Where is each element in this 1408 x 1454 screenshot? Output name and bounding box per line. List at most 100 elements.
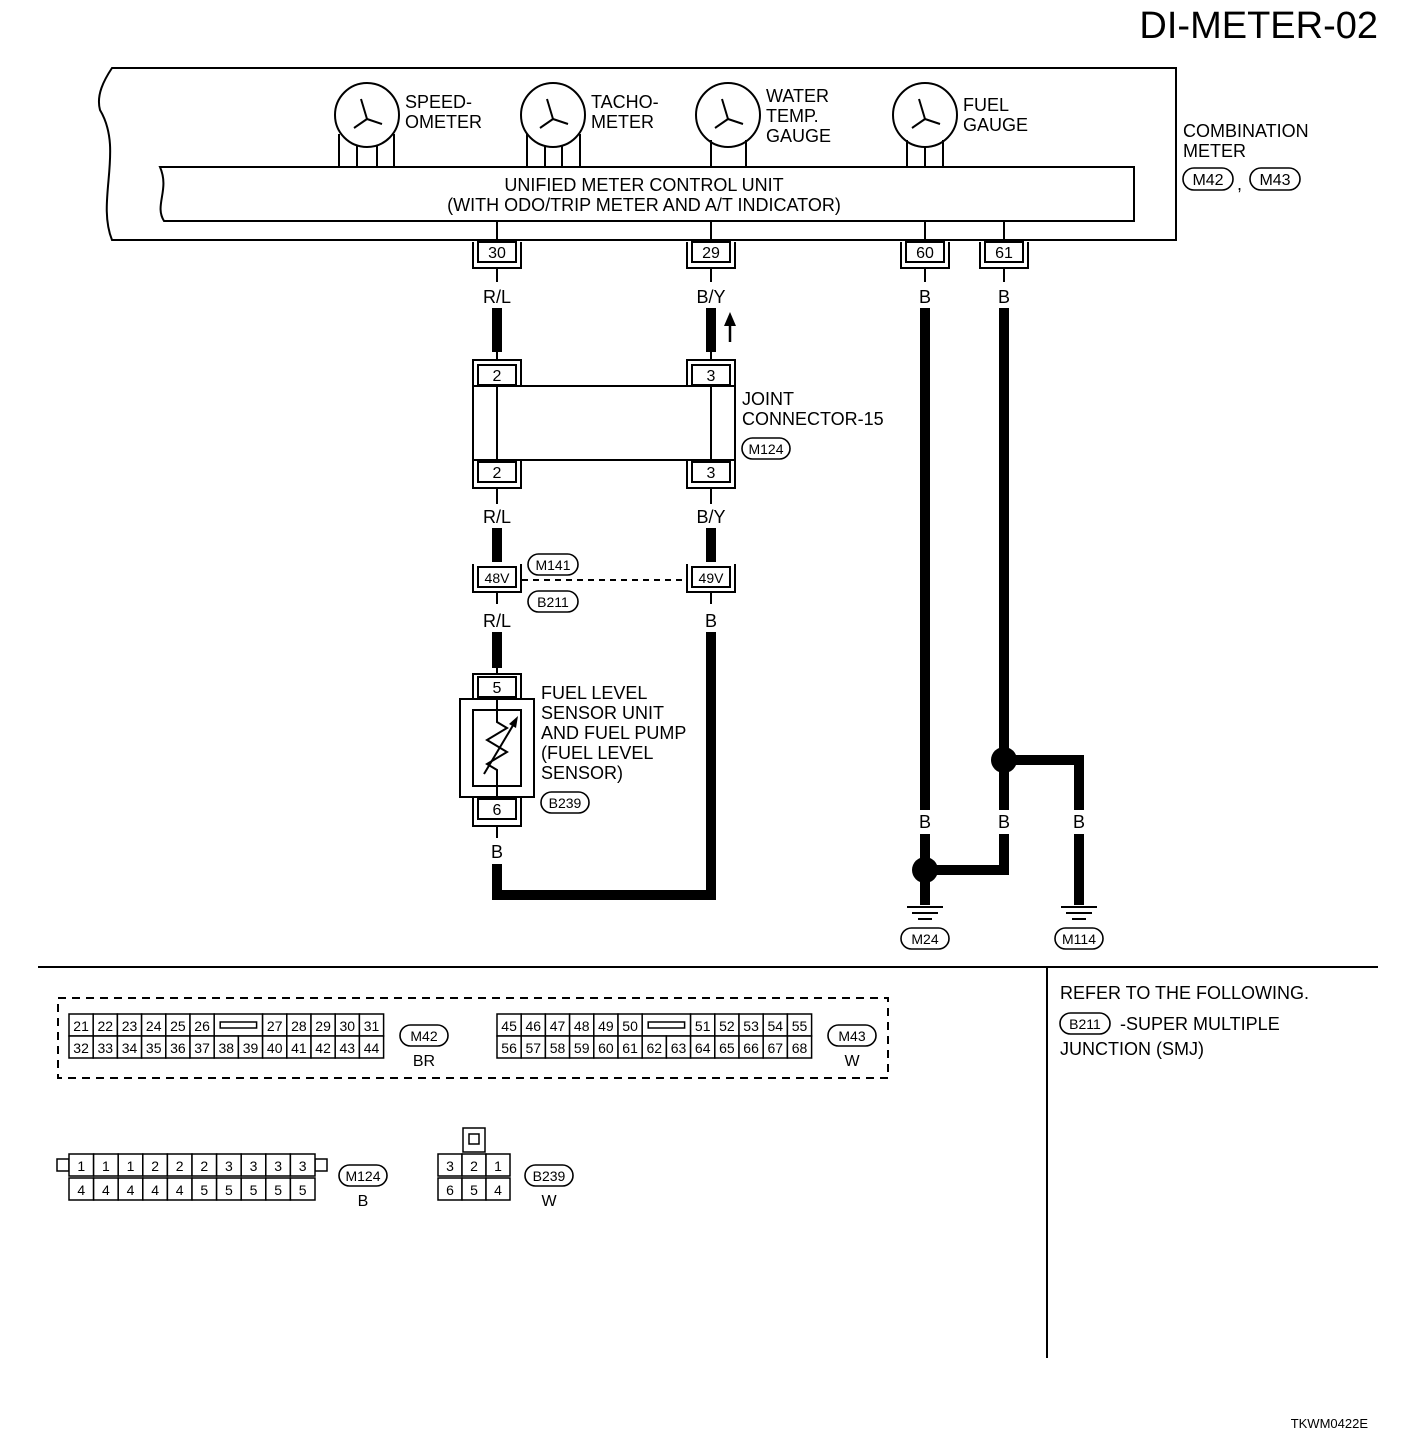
m42-pin-label: 34 (122, 1040, 138, 1056)
wire-color-b-61: B (998, 287, 1010, 307)
speedometer-gauge (334, 82, 400, 167)
m124-pin-label: 2 (176, 1158, 184, 1174)
m124-pin-label: 4 (151, 1182, 159, 1198)
connector-face-tag-m43-text: M43 (838, 1028, 865, 1044)
control-unit-label-1: UNIFIED METER CONTROL UNIT (504, 175, 783, 195)
wire-b-to-m114 (1004, 755, 1084, 810)
m42-pin-label: 43 (340, 1040, 356, 1056)
connector-face-color-m124: B (358, 1193, 369, 1210)
m42-pin-label: 33 (98, 1040, 114, 1056)
m124-pin-label: 4 (102, 1182, 110, 1198)
fuel-sensor-label-3: AND FUEL PUMP (541, 723, 686, 743)
wire-color-rl-3: R/L (483, 611, 511, 631)
terminal-30-text: 30 (488, 245, 506, 262)
connector-face-tag-m124 (338, 1164, 388, 1187)
water-temp-label-3: GAUGE (766, 126, 831, 146)
m43-pin-label: 52 (719, 1018, 735, 1034)
fuel-gauge (892, 82, 958, 167)
connector-tag-m42-text: M42 (1192, 172, 1223, 189)
b239-pin-label: 3 (446, 1158, 454, 1174)
m124-pin-label: 3 (274, 1158, 282, 1174)
m43-cell (786, 1035, 813, 1059)
m43-pin-label: 49 (598, 1018, 614, 1034)
m124-pin-label: 5 (274, 1182, 282, 1198)
wire-color-b-g3: B (1073, 812, 1085, 832)
connector-face-color-b239: W (541, 1193, 557, 1210)
m124-pin-label: 3 (250, 1158, 258, 1174)
connector-tag-m141 (527, 553, 579, 576)
smj-pin-49v: 49V (699, 570, 725, 586)
m43-pin-label: 46 (526, 1018, 542, 1034)
terminal-29-text: 29 (702, 245, 720, 262)
joint-connector-15 (472, 359, 736, 489)
fuel-gauge-label-2: GAUGE (963, 115, 1028, 135)
m43-pin-label: 48 (574, 1018, 590, 1034)
b239-pin-label: 2 (470, 1158, 478, 1174)
connector-tag-m124-jc (741, 437, 791, 460)
m42-pin-label: 22 (98, 1018, 114, 1034)
m43-pin-label: 58 (550, 1040, 566, 1056)
meter-control-unit-box (158, 166, 1135, 222)
ground-tag-m24-text: M24 (911, 931, 938, 947)
m124-pin-label: 3 (299, 1158, 307, 1174)
water-temp-label-1: WATER (766, 86, 829, 106)
speedometer-label-2: OMETER (405, 112, 482, 132)
wire-color-b-49v: B (705, 611, 717, 631)
jc-pin-3-bottom: 3 (707, 465, 716, 482)
wire-b-sensor-return (492, 632, 716, 900)
ground-tag-m114-text: M114 (1062, 931, 1096, 947)
wire-color-b-g1: B (919, 812, 931, 832)
m43-pin-label: 61 (622, 1040, 638, 1056)
wire-b-splice-to-m24 (925, 834, 1009, 875)
sensor-pin-5: 5 (493, 680, 502, 697)
wire-color-rl-2: R/L (483, 507, 511, 527)
b239-cell (485, 1153, 511, 1177)
connector-tag-m43-text: M43 (1259, 172, 1290, 189)
connector-separator: , (1237, 174, 1242, 194)
m124-pin-label: 4 (77, 1182, 85, 1198)
m42-pin-label: 39 (243, 1040, 259, 1056)
refer-text-2: JUNCTION (SMJ) (1060, 1039, 1204, 1059)
m43-pin-label: 53 (743, 1018, 759, 1034)
m124-cell (289, 1177, 316, 1201)
m43-pin-label: 65 (719, 1040, 735, 1056)
ground-tag-m24 (900, 927, 950, 950)
m43-pin-label: 54 (768, 1018, 784, 1034)
m43-pin-label: 57 (526, 1040, 542, 1056)
wire-color-b-60: B (919, 287, 931, 307)
terminal-60-text: 60 (916, 245, 934, 262)
m43-pin-label: 67 (768, 1040, 784, 1056)
ground-symbol-m24 (907, 906, 943, 920)
m42-pin-label: 24 (146, 1018, 162, 1034)
connector-face-tag-b239-text: B239 (533, 1168, 566, 1184)
m43-pin-label: 64 (695, 1040, 711, 1056)
tachometer-label-2: METER (591, 112, 654, 132)
fuel-gauge-label-1: FUEL (963, 95, 1009, 115)
smj-pin-48v: 48V (485, 570, 511, 586)
combination-meter-label-2: METER (1183, 141, 1246, 161)
m124-pin-label: 5 (250, 1182, 258, 1198)
refer-text-1: -SUPER MULTIPLE (1120, 1014, 1280, 1034)
m43-pin-label: 55 (792, 1018, 808, 1034)
m43-pin-label: 47 (550, 1018, 566, 1034)
m43-pin-label: 59 (574, 1040, 590, 1056)
wire-color-by-2: B/Y (696, 507, 725, 527)
terminal-61-text: 61 (995, 245, 1013, 262)
m124-pin-label: 2 (200, 1158, 208, 1174)
smj-connector-49v (686, 564, 736, 593)
m124-pin-label: 4 (127, 1182, 135, 1198)
m42-pin-label: 42 (315, 1040, 331, 1056)
m42-pin-label: 44 (364, 1040, 380, 1056)
joint-connector-label-1: JOINT (742, 389, 794, 409)
combination-meter-housing (98, 67, 1177, 241)
m124-pin-label: 5 (225, 1182, 233, 1198)
m42-pin-label: 29 (315, 1018, 331, 1034)
m43-pin-label: 56 (501, 1040, 517, 1056)
wire-color-by-1: B/Y (696, 287, 725, 307)
m42-pin-label: 21 (73, 1018, 89, 1034)
m124-pin-label: 5 (299, 1182, 307, 1198)
